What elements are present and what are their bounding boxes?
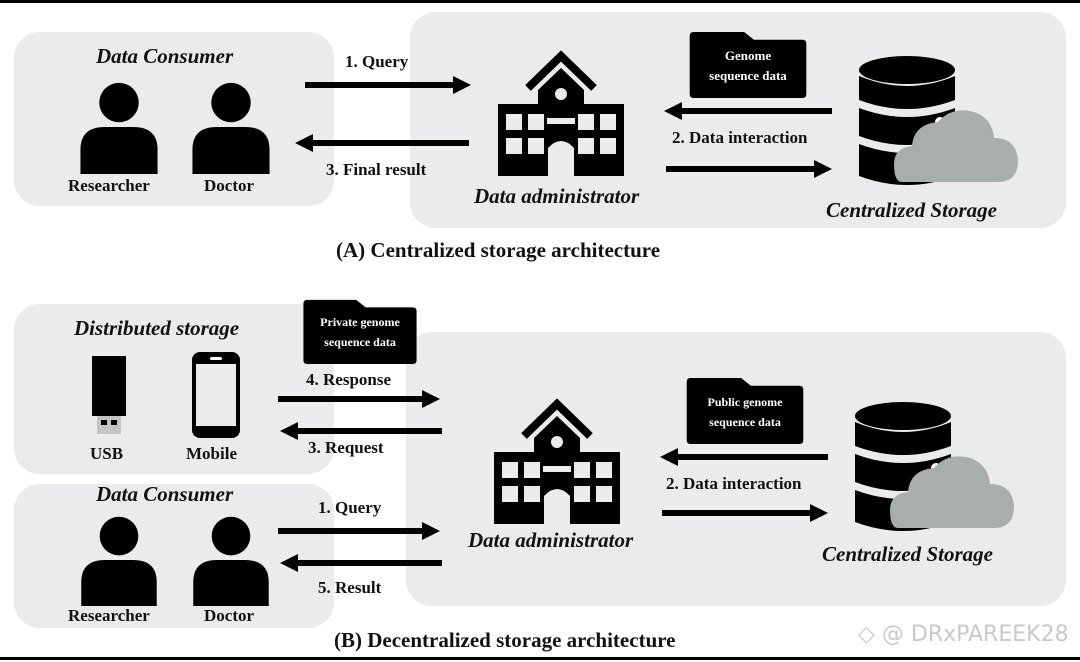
watermark: ◇ @ DRxPAREEK28 [858,622,1069,647]
caption-b: (B) Decentralized storage architecture [334,628,676,652]
request-arrow [280,422,442,440]
doctor-label-b: Doctor [204,606,255,625]
result-arrow [280,554,442,572]
researcher-label: Researcher [68,176,150,195]
genome-data-folder: Genome sequence data [686,30,810,98]
mobile-label: Mobile [186,444,237,463]
data-consumer-panel-b [14,484,334,628]
query-arrow [305,76,471,94]
distributed-storage-title: Distributed storage [74,316,240,340]
query-arrow-b [278,522,440,540]
data-administrator-icon-b [482,396,632,526]
centralized-storage-label-b: Centralized Storage [822,542,993,566]
doctor-icon [186,80,276,174]
centralized-storage-icon-b [848,398,1028,548]
folder-line1: Genome [724,48,772,63]
centralized-storage-icon [852,52,1032,202]
query-label-b: 1. Query [318,498,382,517]
folder-line2: sequence data [709,68,787,83]
data-interaction-label: 2. Data interaction [672,128,808,147]
public-folder-line1: Public genome [707,395,783,409]
data-interaction-left-arrow [664,102,832,120]
top-border [0,0,1080,3]
response-label: 4. Response [306,370,392,389]
data-consumer-panel [14,32,334,206]
response-arrow [278,390,440,408]
public-genome-folder: Public genome sequence data [684,376,806,444]
data-interaction-left-arrow-b [660,448,828,466]
usb-label: USB [90,444,124,463]
private-genome-folder: Private genome sequence data [300,298,420,364]
mobile-icon [192,352,240,438]
caption-a: (A) Centralized storage architecture [336,238,661,262]
data-interaction-right-arrow [666,160,832,178]
final-result-label: 3. Final result [326,160,427,179]
researcher-label-b: Researcher [68,606,150,625]
researcher-icon-b [74,514,164,606]
public-folder-line2: sequence data [709,415,781,429]
doctor-icon-b [186,514,276,606]
data-administrator-label-b: Data administrator [468,528,634,552]
request-label: 3. Request [308,438,384,457]
result-label: 5. Result [318,578,382,597]
doctor-label: Doctor [204,176,255,195]
usb-icon [92,356,126,434]
final-result-arrow [295,134,469,152]
bottom-border [0,657,1080,660]
centralized-storage-label: Centralized Storage [826,198,997,222]
data-administrator-icon [486,48,636,178]
data-administrator-label: Data administrator [474,184,640,208]
data-interaction-label-b: 2. Data interaction [666,474,802,493]
private-folder-line2: sequence data [324,335,396,349]
query-label: 1. Query [345,52,409,71]
data-interaction-right-arrow-b [662,504,828,522]
researcher-icon [74,80,164,174]
private-folder-line1: Private genome [320,315,400,329]
distributed-storage-panel [14,304,334,474]
data-consumer-title-b: Data Consumer [96,482,234,506]
data-consumer-title: Data Consumer [96,44,234,68]
